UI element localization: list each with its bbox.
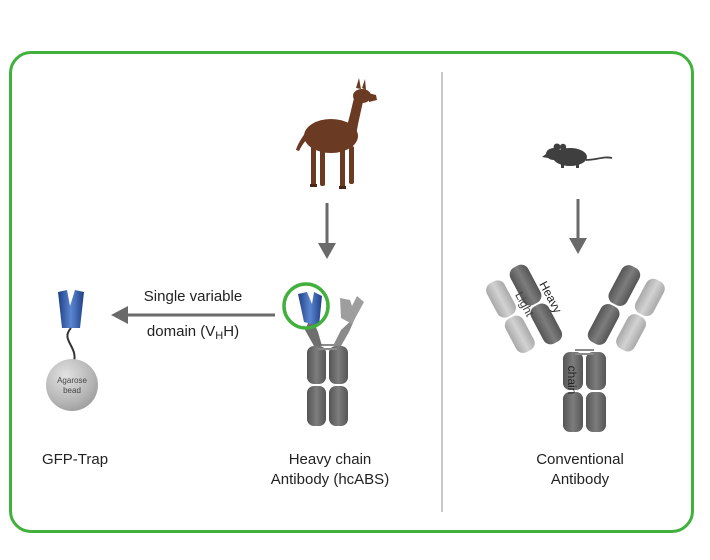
conventional-antibody	[486, 264, 665, 432]
hcabs-caption: Heavy chain Antibody (hcABS)	[250, 450, 410, 490]
left-arrow	[111, 306, 275, 324]
bead-label-line2: bead	[63, 386, 81, 395]
down-arrow-alpaca	[318, 203, 336, 259]
hcabs-caption-line1: Heavy chain	[288, 451, 372, 468]
arrow-label-line2: domain (VHH)	[146, 323, 240, 342]
down-arrow-mouse	[569, 199, 587, 254]
conventional-caption-line2: Antibody	[550, 471, 610, 488]
gfp-trap-nanobody	[58, 290, 84, 363]
arrow-label: Single variable	[118, 287, 268, 307]
hcabs-antibody	[305, 296, 364, 426]
green-frame	[9, 51, 694, 533]
panel-divider	[441, 72, 443, 512]
conventional-caption-line1: Conventional	[536, 451, 624, 468]
hcabs-vhh-domain	[298, 292, 322, 326]
conventional-caption: Conventional Antibody	[510, 450, 650, 490]
gfp-trap-label: GFP-Trap	[41, 451, 109, 468]
agarose-bead	[46, 359, 98, 411]
alpaca-icon	[296, 78, 377, 189]
hcabs-caption-line2: Antibody (hcABS)	[270, 471, 390, 488]
mouse-icon	[542, 143, 613, 168]
arrow-label-line1: Single variable	[143, 288, 243, 305]
vhh-highlight-circle	[282, 282, 330, 330]
chain-label: chain	[565, 366, 579, 395]
bead-label-line1: Agarose	[57, 376, 87, 385]
